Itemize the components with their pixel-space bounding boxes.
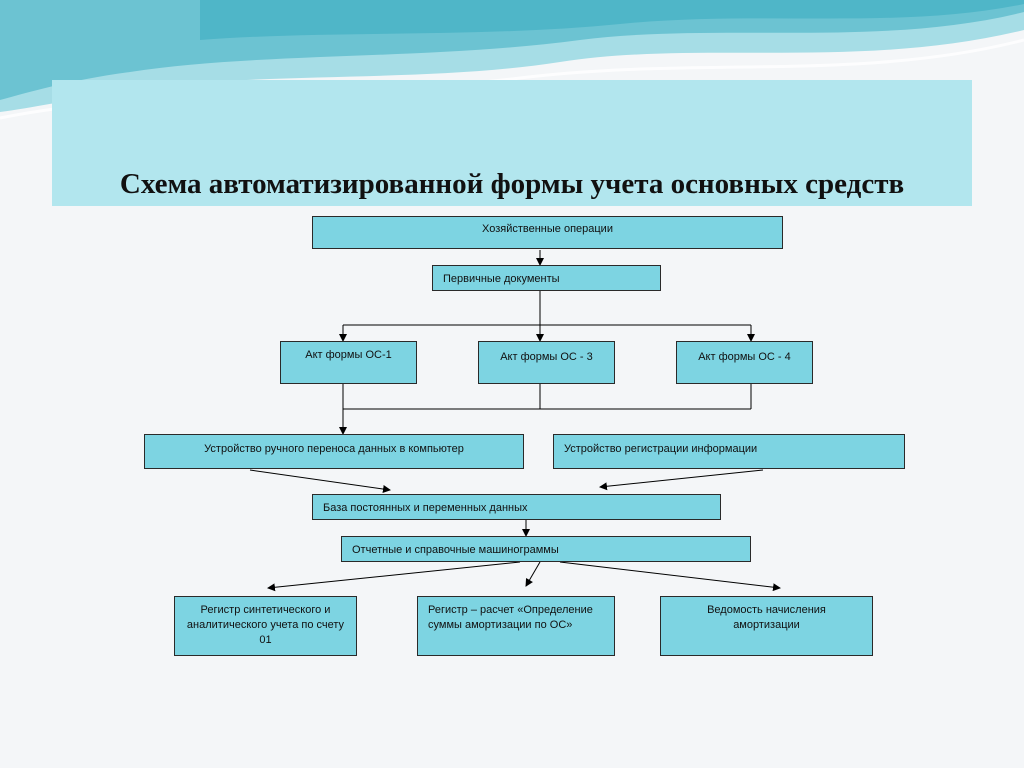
node-manual-transfer: Устройство ручного переноса данных в ком… xyxy=(144,434,524,469)
node-machinegrams-label: Отчетные и справочные машинограммы xyxy=(352,544,559,556)
edge-registration-to-db xyxy=(599,469,764,491)
node-database-label: База постоянных и переменных данных xyxy=(323,502,528,514)
node-machinegrams: Отчетные и справочные машинограммы xyxy=(341,536,751,562)
edge-mg-to-depreciation xyxy=(559,561,781,592)
slide-title: Схема автоматизированной формы учета осн… xyxy=(119,168,905,200)
edge-mg-to-register-calc xyxy=(525,561,541,587)
title-band xyxy=(52,80,972,206)
node-operations-label: Хозяйственные операции xyxy=(482,223,613,235)
node-act-os3-label: Акт формы ОС - 3 xyxy=(500,351,593,363)
node-act-os1: Акт формы ОС-1 xyxy=(280,341,417,384)
node-operations: Хозяйственные операции xyxy=(312,216,783,249)
node-act-os1-label: Акт формы ОС-1 xyxy=(305,349,392,361)
node-act-os4: Акт формы ОС - 4 xyxy=(676,341,813,384)
node-registration-device-label: Устройство регистрации информации xyxy=(564,443,758,455)
node-primary-docs: Первичные документы xyxy=(432,265,661,291)
node-depreciation-statement-label: Ведомость начисления амортизации xyxy=(707,604,826,631)
node-register-calc: Регистр – расчет «Определение суммы амор… xyxy=(417,596,615,656)
node-registration-device: Устройство регистрации информации xyxy=(553,434,905,469)
edge-manual-to-db xyxy=(249,469,391,493)
node-register-synthetic: Регистр синтетического и аналитического … xyxy=(174,596,357,656)
node-act-os3: Акт формы ОС - 3 xyxy=(478,341,615,384)
node-manual-transfer-label: Устройство ручного переноса данных в ком… xyxy=(204,443,464,455)
node-register-synthetic-label: Регистр синтетического и аналитического … xyxy=(186,604,345,646)
node-register-calc-label: Регистр – расчет «Определение суммы амор… xyxy=(428,604,593,631)
edge-mg-to-register-synthetic xyxy=(267,561,521,592)
node-database: База постоянных и переменных данных xyxy=(312,494,721,520)
node-depreciation-statement: Ведомость начисления амортизации xyxy=(660,596,873,656)
node-act-os4-label: Акт формы ОС - 4 xyxy=(698,351,791,363)
node-primary-docs-label: Первичные документы xyxy=(443,273,560,285)
